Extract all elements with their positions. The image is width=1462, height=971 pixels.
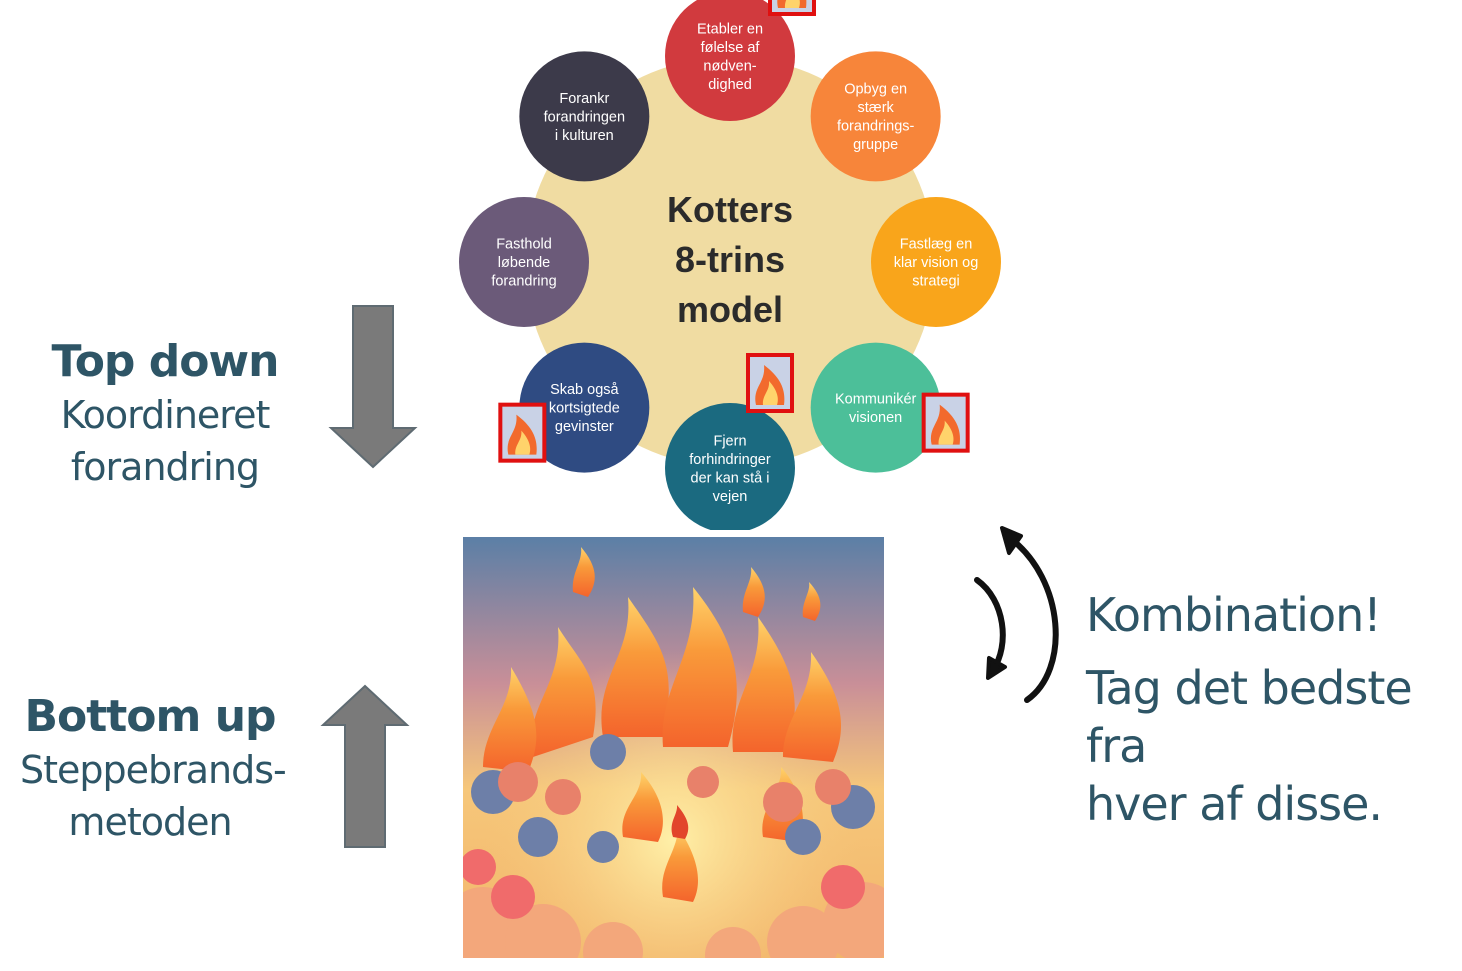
step-3: Fastlæg en klar vision og strategi (871, 197, 1001, 327)
fire-icon (746, 353, 794, 413)
step-label-line: der kan stå i (691, 470, 770, 486)
arrow-down-icon (328, 305, 418, 469)
step-label-line: gevinster (555, 419, 614, 435)
hub-title-line-2: 8-trins (675, 239, 785, 280)
hub-title-line-3: model (677, 289, 783, 330)
step-label-line: klar vision og (894, 255, 979, 271)
step-label-line: vejen (713, 489, 748, 505)
step-label-line: visionen (849, 410, 902, 426)
step-label-line: forandringen (544, 109, 625, 125)
step-label-line: Etabler en (697, 21, 763, 37)
bottom-up-label: Bottom up Steppebrands- metoden (20, 690, 287, 848)
fire-icon (768, 0, 816, 16)
combination-text: Kombination! Tag det bedste fra hver af … (1086, 585, 1456, 833)
bottom-up-heading: Bottom up (24, 691, 276, 742)
step-2: Opbyg en stærk forandrings-gruppe (810, 51, 941, 182)
combination-line-2: hver af disse. (1086, 777, 1383, 831)
step-8: Forankr forandringen i kulturen (519, 51, 650, 182)
cycle-arrows-icon (974, 526, 1059, 703)
step-label-line: dighed (708, 77, 752, 93)
bottom-up-line-2: metoden (68, 800, 232, 844)
combination-heading: Kombination! (1086, 588, 1382, 642)
step-circle (871, 197, 1001, 327)
top-down-line-2: forandring (70, 445, 260, 489)
step-label-line: følelse af (701, 40, 761, 56)
fire-icon (921, 392, 970, 453)
step-4: Kommunikér visionen (810, 342, 970, 473)
top-down-line-1: Koordineret (60, 393, 271, 437)
combination-line-1: Tag det bedste fra (1086, 661, 1413, 773)
step-label-line: Fjern (713, 433, 746, 449)
step-5: Fjern forhindringer der kan stå i vejen (665, 353, 795, 530)
fire-icon (498, 402, 547, 463)
step-circle (810, 51, 941, 182)
step-1: Etabler en følelse af nødven-dighed (665, 0, 816, 121)
top-down-heading: Top down (51, 336, 280, 387)
step-label-line: Fastlæg en (900, 237, 973, 253)
forest-fire-illustration (463, 537, 884, 958)
step-label-line: forandring (491, 274, 556, 290)
step-circle (519, 342, 650, 473)
step-circle (665, 403, 795, 530)
step-label-line: Skab også (550, 382, 619, 398)
step-circle (459, 197, 589, 327)
step-label-line: løbende (498, 255, 550, 271)
step-6: Skab også kortsigtede gevinster (498, 342, 650, 473)
step-circle (519, 51, 650, 182)
step-circle (665, 0, 795, 121)
step-label-line: stærk (858, 100, 895, 116)
step-label-line: gruppe (853, 137, 898, 153)
kotter-diagram: Kotters 8-trins model Etabler en følelse … (328, 0, 1001, 530)
step-label-line: Kommunikér (835, 391, 917, 407)
step-label-line: kortsigtede (549, 401, 620, 417)
step-label-line: strategi (912, 274, 960, 290)
step-label-line: Fasthold (496, 237, 552, 253)
arrow-up-icon (320, 684, 410, 848)
step-label-line: nødven- (703, 58, 756, 74)
step-label-line: i kulturen (555, 128, 614, 144)
hub-title-line-1: Kotters (667, 189, 793, 230)
step-circle (810, 342, 941, 473)
top-down-label: Top down Koordineret forandring (40, 335, 290, 493)
step-label-line: forhindringer (689, 452, 771, 468)
step-label-line: Opbyg en (844, 82, 907, 98)
bottom-up-line-1: Steppebrands- (20, 748, 287, 792)
step-7: Fasthold løbende forandring (459, 197, 589, 327)
step-label-line: forandrings- (837, 119, 915, 135)
step-label-line: Forankr (559, 91, 609, 107)
